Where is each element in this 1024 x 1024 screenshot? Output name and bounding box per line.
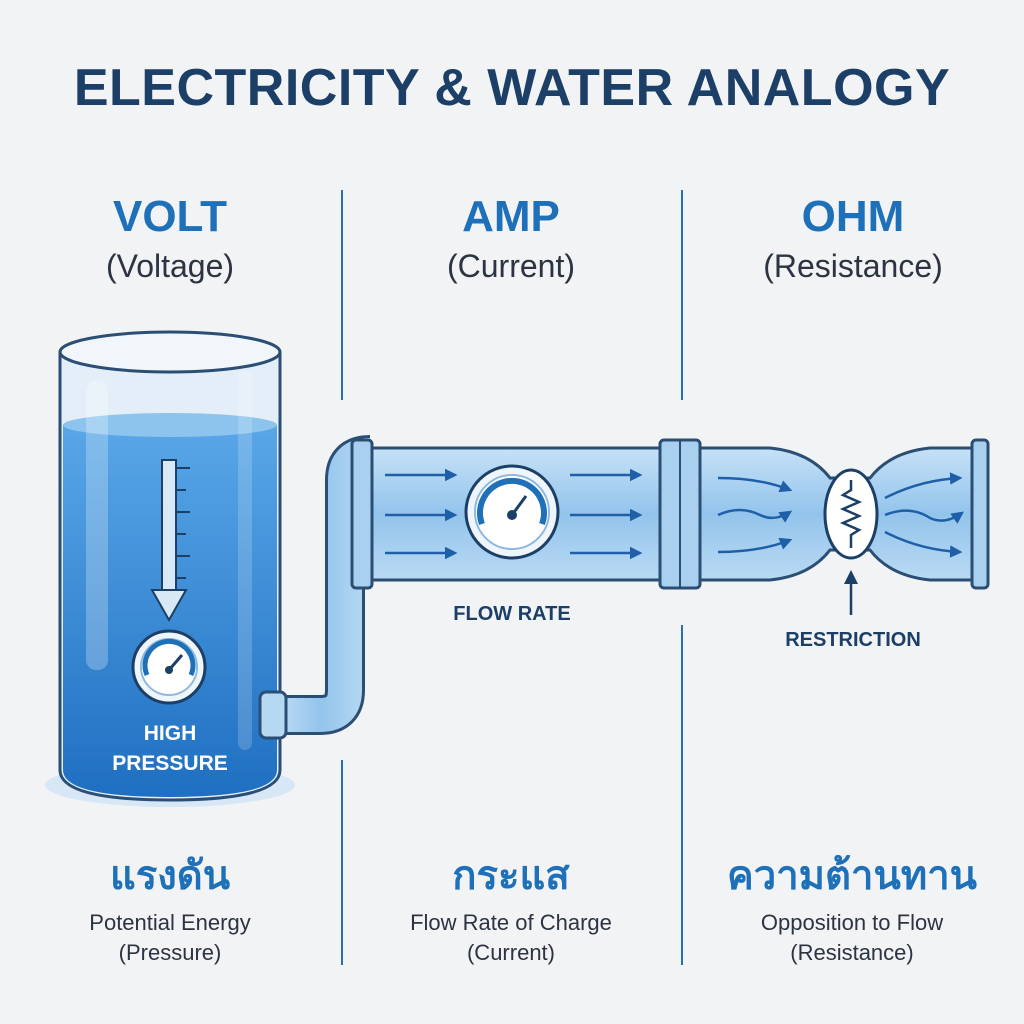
page-title: ELECTRICITY & WATER ANALOGY: [73, 59, 951, 117]
desc-ohm-line2: (Resistance): [790, 940, 914, 965]
unit-amp: AMP: [462, 192, 560, 241]
tank-label-high: HIGH: [144, 722, 197, 745]
tank-label-pressure: PRESSURE: [112, 752, 228, 775]
divider-left-top: [341, 190, 343, 400]
column-header-ohm: OHM (Resistance): [703, 192, 1003, 286]
divider-right-bottom: [681, 625, 683, 965]
desc-ohm-line1: Opposition to Flow: [760, 910, 944, 935]
restriction-label: RESTRICTION: [785, 629, 921, 651]
restriction-pointer-arrow-icon: [844, 570, 858, 615]
desc-volt-line1: Potential Energy: [89, 910, 251, 935]
divider-right-top: [681, 190, 683, 400]
desc-volt-line2: (Pressure): [118, 940, 222, 965]
unit-ohm: OHM: [801, 192, 905, 241]
resistor-icon: [823, 468, 879, 560]
quantity-resistance: (Resistance): [763, 248, 943, 284]
desc-amp-line1: Flow Rate of Charge: [410, 910, 612, 935]
thai-label-volt: แรงดัน: [109, 854, 231, 898]
column-header-amp: AMP (Current): [361, 192, 661, 286]
flow-rate-label: FLOW RATE: [453, 603, 570, 625]
column-footer-volt: แรงดัน Potential Energy (Pressure): [0, 852, 340, 968]
column-footer-ohm: ความต้านทาน Opposition to Flow (Resistan…: [682, 852, 1022, 968]
flow-arrows: [385, 468, 643, 560]
pressure-arrow-icon: [150, 459, 190, 623]
thai-label-ohm: ความต้านทาน: [727, 854, 977, 898]
divider-left-bottom: [341, 760, 343, 965]
tank-gauge-icon: [131, 629, 207, 705]
quantity-current: (Current): [446, 248, 575, 284]
quantity-voltage: (Voltage): [105, 248, 235, 284]
flow-gauge-icon: [464, 464, 560, 560]
unit-volt: VOLT: [112, 192, 228, 241]
column-footer-amp: กระแส Flow Rate of Charge (Current): [341, 852, 681, 968]
thai-label-amp: กระแส: [452, 854, 570, 898]
desc-amp-line2: (Current): [466, 940, 555, 965]
column-header-volt: VOLT (Voltage): [20, 192, 320, 286]
restriction-flow-lines: [717, 472, 965, 558]
